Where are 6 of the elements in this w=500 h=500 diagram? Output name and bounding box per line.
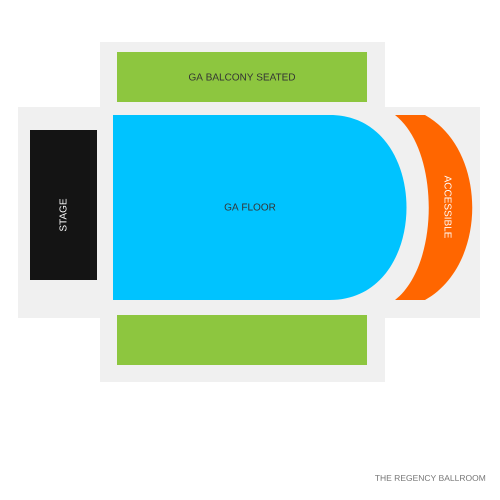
accessible-section: ACCESSIBLE bbox=[395, 115, 472, 300]
venue-name: THE REGENCY BALLROOM bbox=[375, 475, 486, 481]
floor-section: GA FLOOR bbox=[113, 115, 406, 300]
balcony-section: GA BALCONY SEATED bbox=[117, 52, 367, 102]
balcony-section bbox=[117, 315, 367, 365]
stage: STAGE bbox=[30, 130, 97, 280]
